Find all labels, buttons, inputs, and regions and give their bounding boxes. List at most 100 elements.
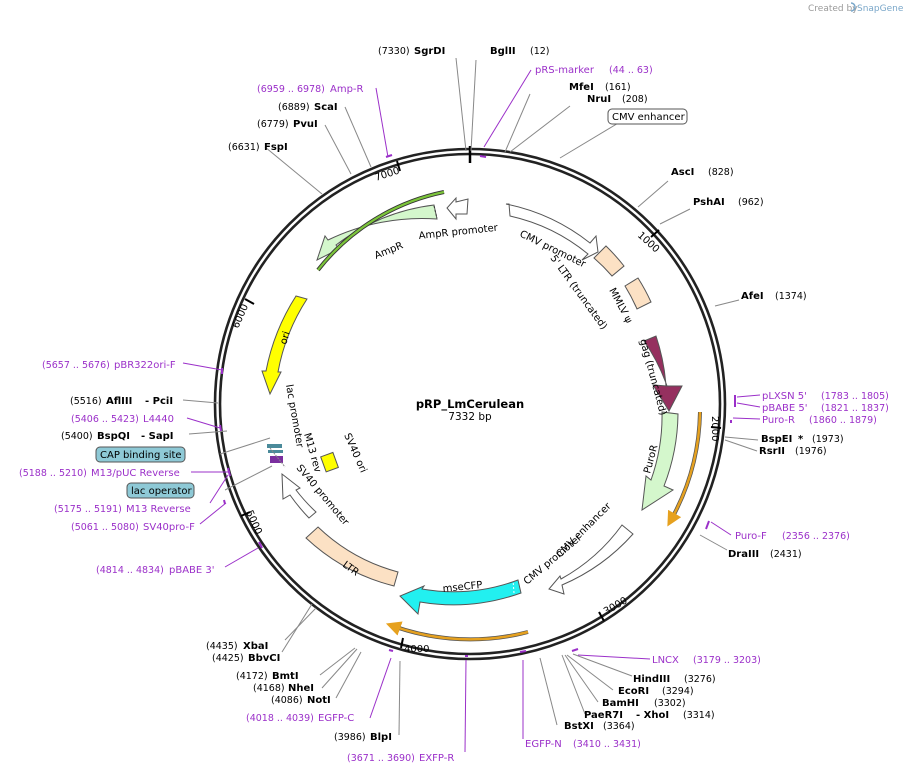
enzyme-name: NruI [587,94,611,105]
enzyme-pos: (3276) [684,674,716,685]
primer-name: Amp-R [330,84,364,95]
enzyme-pos: (4425) [212,653,244,664]
enzyme-name: NheI [288,683,314,694]
enzyme-name: PvuI [293,119,318,130]
primer-name: SV40pro-F [143,522,195,533]
primer-pos: (5188 .. 5210) [19,468,87,479]
enzyme-name: BamHI [602,698,639,709]
primer-pos: (4018 .. 4039) [246,713,314,724]
tick-4000: 4000 [404,644,429,655]
enzyme-pos: (3314) [683,710,715,721]
boxed-feature-label: lac operator [131,486,192,497]
enzyme-pos: (3364) [603,721,635,732]
tick-2000: 2000 [709,416,720,441]
primer-name: pBR322ori-F [114,360,176,371]
primer-marks [219,154,736,657]
primer-name: EGFP-N [525,739,562,750]
enzyme-pos: (1973) [812,434,844,445]
enzyme-pos: (4168) [253,683,285,694]
primer-pos: (4814 .. 4834) [96,565,164,576]
primer-name: Puro-R [762,415,795,426]
feature-sv40-ori [320,451,340,473]
primer-pos: (1783 .. 1805) [821,391,889,402]
feature-label-lac-promoter: lac promoter [283,384,305,450]
enzyme-name2: - SapI [141,431,173,442]
primer-pos: (44 .. 63) [609,65,653,76]
enzyme-pos: (4086) [271,695,303,706]
tick-1000: 1000 [635,230,661,255]
primer-name: EGFP-C [318,713,354,724]
tick-5000: 5000 [243,509,263,537]
enzyme-name2: - XhoI [636,710,669,721]
primer-name: M13 Reverse [126,504,191,515]
enzyme-name2: - PciI [145,396,173,407]
feature-label-ampr-promoter: AmpR promoter [418,223,499,242]
enzyme-labels: (7330) SgrDI BglII (12) MfeI (161) NruI … [61,46,844,743]
boxed-feature-label: CAP binding site [100,450,182,461]
feature-label-ori: ori [278,330,292,346]
enzyme-pos: (4172) [236,671,268,682]
enzyme-pos: (208) [622,94,648,105]
enzyme-pos: (3294) [662,686,694,697]
feature-msecfp [399,579,522,616]
enzyme-name: ScaI [314,102,338,113]
enzyme-pos: (6631) [228,142,260,153]
enzyme-pos: (3302) [654,698,686,709]
enzyme-pos: (1374) [775,291,807,302]
enzyme-name: FspI [264,142,288,153]
primer-pos: (2356 .. 2376) [782,531,850,542]
enzyme-name: BglII [490,46,516,57]
enzyme-pos: (1976) [795,446,827,457]
enzyme-pos: (4435) [206,641,238,652]
enzyme-pos: (12) [530,46,550,57]
orf-msecfp-line [385,621,529,641]
primer-name: pBABE 5' [762,403,808,414]
enzyme-pos: (7330) [378,46,410,57]
primer-name: pRS-marker [535,65,595,76]
enzyme-name: AfeI [741,291,764,302]
primer-pos: (1860 .. 1879) [809,415,877,426]
enzyme-name: SgrDI [414,46,445,57]
primer-pos: (3179 .. 3203) [693,655,761,666]
primer-name: LNCX [652,655,679,666]
enzyme-name: BstXI [564,721,594,732]
enzyme-name: PshAI [693,197,725,208]
credit-brand: SnapGene [857,4,904,14]
primer-pos: (5406 .. 5423) [71,414,139,425]
feature-label-msecfp: mseCFP [442,580,483,595]
feature-cmv-promoter [505,203,599,261]
enzyme-name: DraIII [728,549,759,560]
boxed-feature-label: CMV enhancer [612,112,686,123]
plasmid-length: 7332 bp [448,411,492,423]
primer-pos: (5061 .. 5080) [71,522,139,533]
feature-mmlv [624,277,652,310]
tick-7000: 7000 [374,166,402,184]
enzyme-name: BspEI [761,434,792,445]
enzyme-name: BspQI [97,431,130,442]
enzyme-pos: (962) [738,197,764,208]
enzyme-name: HindIII [633,674,670,685]
tick-marks [240,160,722,649]
enzyme-name: XbaI [243,641,268,652]
primer-pos: (5175 .. 5191) [54,504,122,515]
feature-lac-marks [267,444,286,468]
primer-labels: pRS-marker (44 .. 63) pLXSN 5' (1783 .. … [19,65,889,764]
snapgene-logo-icon [850,2,856,12]
primer-name: L4440 [143,414,174,425]
primer-name: pLXSN 5' [762,391,807,402]
feature-ltr [305,526,399,587]
enzyme-name: MfeI [569,82,594,93]
feature-ampr-promoter [446,196,469,221]
feature-ltr5 [593,245,625,277]
enzyme-pos: (6889) [278,102,310,113]
enzyme-name: BmtI [272,671,299,682]
enzyme-pos: (161) [605,82,631,93]
leader-lines [182,57,761,753]
enzyme-pos: (828) [708,167,734,178]
enzyme-name: BlpI [370,732,392,743]
enzyme-name: AflIII [106,396,132,407]
feature-ori [261,295,308,396]
enzyme-pos: (5400) [61,431,93,442]
feature-label-sv40-promoter: SV40 promoter [294,463,352,529]
feature-sv40-promoter [281,472,317,519]
